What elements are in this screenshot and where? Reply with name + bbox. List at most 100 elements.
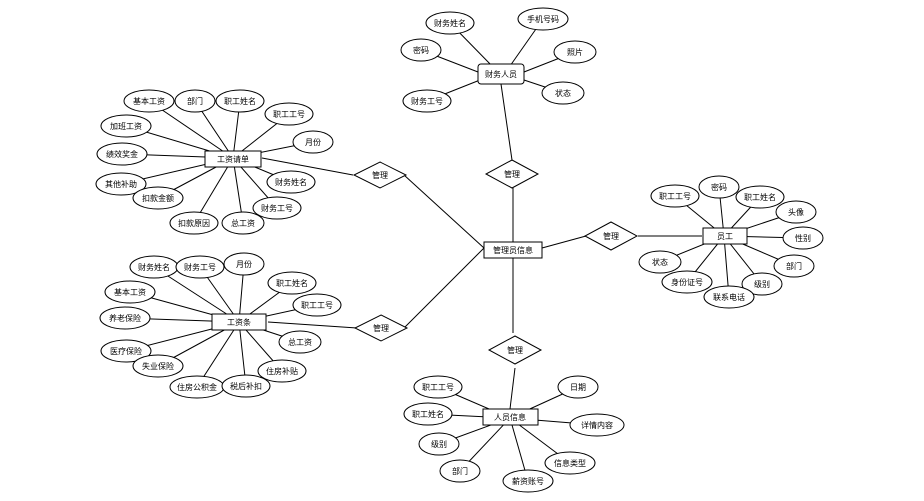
svg-text:住房公积金: 住房公积金 [177,382,217,392]
svg-text:财务工号: 财务工号 [261,203,293,213]
attr-finance-phone: 手机号码 [517,7,569,31]
attr-payrequest-deduction-amount: 扣款金额 [132,186,184,210]
attr-payslip-medical: 医疗保险 [100,339,152,363]
svg-text:职工工号: 职工工号 [301,301,333,310]
attr-employee-id-card: 身份证号 [661,270,713,294]
attr-employee-staff-id: 职工工号 [650,184,700,208]
entity-payrequest: 工资请单 [204,150,262,168]
attr-payrequest-deduction-reason: 扣款原因 [169,211,219,235]
svg-text:状态: 状态 [652,257,668,267]
svg-text:详情内容: 详情内容 [581,420,613,430]
svg-text:职工工号: 职工工号 [422,383,454,392]
attr-payrequest-overtime: 加班工资 [100,114,152,138]
attr-personnel-department: 部门 [439,459,481,483]
svg-text:其他补助: 其他补助 [105,179,137,189]
svg-text:级别: 级别 [431,439,447,449]
attr-employee-department: 部门 [773,254,815,278]
svg-text:部门: 部门 [452,466,468,476]
entity-label: 管理员信息 [493,245,533,255]
attr-payslip-finance-name: 财务姓名 [129,255,179,279]
svg-text:总工资: 总工资 [288,337,312,347]
attr-payslip-housing-allowance: 住房补贴 [257,359,307,383]
attr-payslip-unemployment: 失业保险 [132,354,184,378]
svg-text:财务姓名: 财务姓名 [275,177,307,187]
attr-payslip-housing-fund: 住房公积金 [169,375,225,399]
svg-text:职工工号: 职工工号 [659,192,691,201]
attr-finance-password: 密码 [400,38,442,62]
entity-label: 财务人员 [485,69,517,79]
entity-personnel: 人员信息 [482,408,539,426]
attr-payrequest-staff-name: 职工姓名 [215,89,265,113]
attr-personnel-level: 级别 [418,432,460,456]
svg-text:照片: 照片 [567,47,583,57]
attr-payrequest-staff-id: 职工工号 [264,102,314,126]
svg-text:基本工资: 基本工资 [114,287,146,297]
svg-text:住房补贴: 住房补贴 [266,366,298,376]
attr-payrequest-base-salary: 基本工资 [123,89,175,113]
svg-text:绩效奖金: 绩效奖金 [106,149,138,159]
attr-personnel-info-type: 信息类型 [544,451,596,475]
attr-personnel-salary-account: 薪资账号 [502,469,554,493]
attr-payrequest-finance-name: 财务姓名 [266,170,316,194]
attr-personnel-detail: 详情内容 [569,413,625,437]
svg-text:扣款原因: 扣款原因 [178,218,210,228]
attr-finance-photo: 照片 [553,40,597,64]
svg-text:财务姓名: 财务姓名 [434,18,466,28]
attr-payrequest-total-salary: 总工资 [221,211,265,235]
attr-payslip-staff-name: 职工姓名 [267,271,317,295]
attr-employee-phone: 联系电话 [703,285,755,309]
svg-text:总工资: 总工资 [231,218,255,228]
svg-text:密码: 密码 [413,45,429,55]
attr-employee-password: 密码 [698,175,740,199]
svg-text:职工姓名: 职工姓名 [412,409,444,419]
svg-text:部门: 部门 [786,261,802,271]
relationship-label: 管理 [603,231,619,241]
svg-text:职工工号: 职工工号 [273,110,305,119]
svg-text:养老保险: 养老保险 [109,313,141,323]
svg-text:级别: 级别 [754,279,770,289]
svg-text:职工姓名: 职工姓名 [744,192,776,202]
entity-payslip: 工资条 [211,313,267,331]
entity-label: 人员信息 [494,412,526,422]
relationship-label: 管理 [507,345,523,355]
entity-employee: 员工 [702,227,748,245]
attr-payslip-finance-id: 财务工号 [175,255,225,279]
attr-employee-status: 状态 [638,250,682,274]
svg-text:性别: 性别 [795,233,811,243]
svg-text:扣款金额: 扣款金额 [142,193,174,203]
svg-text:职工姓名: 职工姓名 [224,96,256,106]
entity-label: 工资条 [227,317,251,327]
svg-text:加班工资: 加班工资 [110,121,142,131]
relationship-label: 管理 [372,170,388,180]
attr-personnel-staff-id: 职工工号 [413,375,463,399]
svg-text:状态: 状态 [555,88,571,98]
attr-payrequest-finance-id: 财务工号 [252,196,302,220]
attr-payrequest-other-allowance: 其他补助 [95,172,147,196]
attr-payrequest-bonus: 绩效奖金 [96,142,148,166]
attr-employee-staff-name: 职工姓名 [735,185,785,209]
entity-finance: 财务人员 [477,63,525,85]
svg-text:医疗保险: 医疗保险 [110,346,142,356]
svg-text:月份: 月份 [305,137,321,147]
attr-personnel-date: 日期 [557,375,599,399]
svg-text:失业保险: 失业保险 [142,361,174,371]
relationship-finance: 管理 [484,159,540,189]
relationship-label: 管理 [504,169,520,179]
svg-text:薪资账号: 薪资账号 [512,476,544,486]
attr-employee-level: 级别 [741,272,783,296]
svg-text:日期: 日期 [570,383,586,392]
relationship-personnel: 管理 [487,335,543,365]
attr-payslip-pension: 养老保险 [99,306,151,330]
svg-text:信息类型: 信息类型 [554,458,586,468]
svg-text:税后补扣: 税后补扣 [230,381,262,391]
relationship-label: 管理 [373,323,389,333]
attr-payrequest-department: 部门 [174,89,216,113]
svg-text:身份证号: 身份证号 [671,277,703,287]
attr-employee-avatar: 头像 [775,200,817,224]
attr-employee-gender: 性别 [782,226,824,250]
attr-finance-name: 财务姓名 [425,11,475,35]
attr-finance-status: 状态 [541,81,585,105]
svg-text:财务工号: 财务工号 [411,96,443,106]
svg-text:部门: 部门 [187,96,203,106]
